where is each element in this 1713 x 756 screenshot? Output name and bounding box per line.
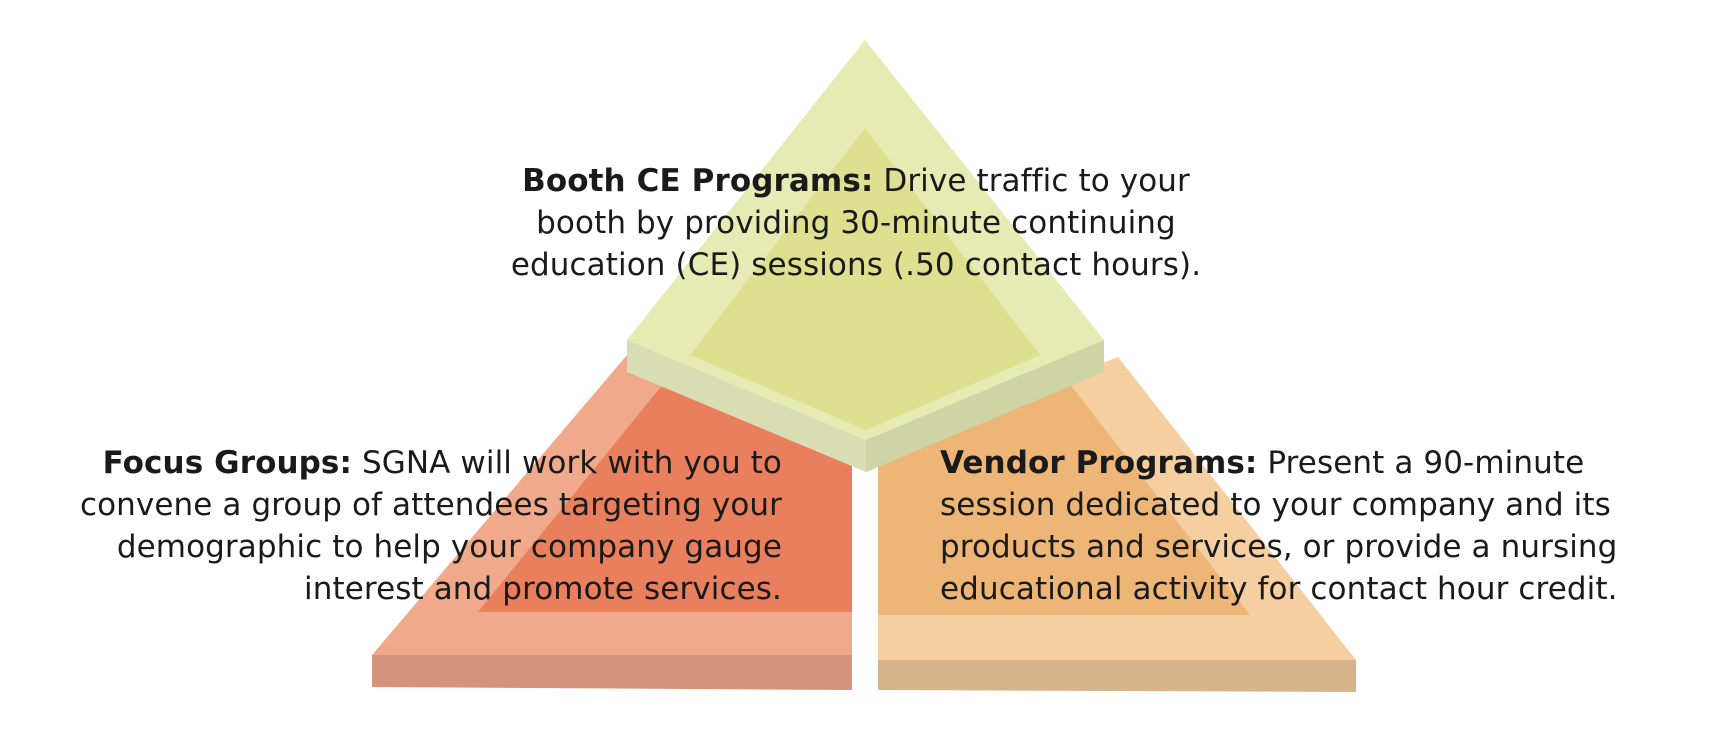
focus-groups-body: SGNA will work with you to convene a gro… [79,445,782,607]
top-piece-base-left [627,340,866,472]
top-piece-base-right [866,340,1104,472]
vendor-programs-caption: Vendor Programs: Present a 90-minute ses… [940,442,1700,610]
top-pyramid-piece [627,40,1104,472]
booth-ce-programs-heading: Booth CE Programs: [522,163,874,199]
right-piece-inner [878,378,1250,615]
right-piece-base [878,660,1356,692]
booth-ce-programs-body: Drive traffic to your booth by providing… [510,163,1202,283]
focus-groups-heading: Focus Groups: [102,445,352,481]
focus-groups-caption: Focus Groups: SGNA will work with you to… [30,442,782,610]
vendor-programs-heading: Vendor Programs: [940,445,1258,481]
booth-ce-programs-caption: Booth CE Programs: Drive traffic to your… [500,160,1212,286]
left-piece-base [372,655,852,690]
left-pyramid-piece [372,355,852,690]
right-pyramid-piece [878,357,1356,692]
left-piece-inner [478,378,852,612]
vendor-programs-body: Present a 90-minute session dedicated to… [940,445,1618,607]
top-piece-inner [690,128,1040,430]
